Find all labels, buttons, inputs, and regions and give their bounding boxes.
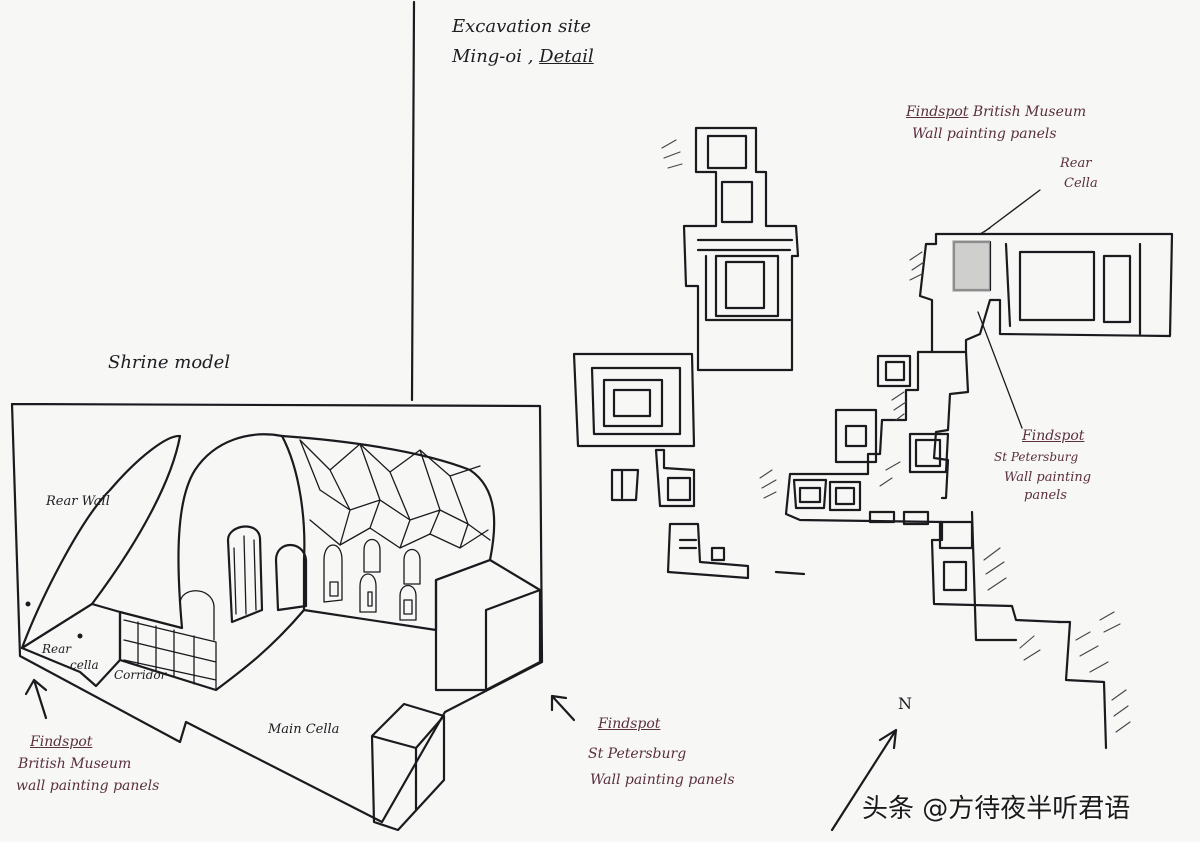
site-plan (550, 126, 1174, 832)
bottom-findspot-line1: St Petersburg (588, 746, 687, 762)
rear-cella-label-b: cella (70, 658, 99, 672)
north-label: N (898, 694, 912, 713)
shrine-findspot-line2: British Museum (18, 756, 132, 772)
dome-arch (226, 525, 264, 624)
north-tower (682, 126, 800, 372)
west-block-2 (654, 448, 696, 508)
site-subtitle-detail: Detail (539, 46, 594, 67)
south-wall (1056, 620, 1108, 750)
chain-cell-3 (908, 432, 950, 474)
rear-wall (20, 434, 182, 650)
rear-wall-label: Rear Wall (46, 494, 110, 509)
sp-findspot-line3: panels (1024, 488, 1067, 503)
shrine-model (10, 402, 544, 832)
vault-niches (323, 538, 421, 621)
sp-findspot-label: Findspot (1022, 428, 1085, 444)
north-arrow (830, 728, 898, 832)
sp-findspot-line1: St Petersburg (994, 450, 1079, 464)
bm-findspot-word: Findspot (906, 104, 969, 120)
bm-rear-cella-highlight (952, 240, 990, 292)
bm-findspot-museum: British Museum (972, 104, 1087, 120)
front-step (370, 702, 446, 832)
shrine-findspot-line3: wall painting panels (16, 778, 160, 794)
site-title: Excavation site (452, 16, 592, 37)
east-chain-outline (784, 350, 1062, 624)
bm-findspot-label: Findspot British Museum (906, 104, 1086, 121)
west-fragments (710, 546, 806, 576)
dome-grid (123, 590, 217, 691)
main-cella-label: Main Cella (268, 722, 340, 737)
chain-benches (868, 510, 930, 526)
watermark-text: 头条 @方待夜半听君语 (862, 794, 1131, 824)
rear-wall-marker (25, 601, 31, 607)
east-hall (918, 232, 1174, 354)
shrine-title: Shrine model (108, 352, 231, 373)
west-block-1 (610, 468, 640, 502)
bm-leader-line (983, 189, 1041, 233)
sp-findspot-line2: Wall painting (1004, 470, 1092, 485)
vault-lattice (299, 439, 491, 549)
west-block-3 (666, 522, 750, 580)
chain-cells-row (792, 478, 862, 512)
site-subtitle: Ming-oi , Detail (452, 46, 594, 68)
rubble-hatching (661, 139, 1131, 733)
south-cells (938, 510, 1018, 642)
map-rear-cella-a: Rear (1060, 156, 1092, 171)
side-block (434, 558, 542, 692)
bm-findspot-arrow (24, 678, 48, 720)
page-divider (410, 0, 416, 402)
bm-findspot-panels: Wall painting panels (912, 126, 1057, 142)
sp-leader-line (977, 311, 1023, 429)
rear-cella-marker (77, 633, 83, 639)
chain-cell-1 (876, 354, 912, 388)
corridor-label: Corridor (114, 668, 167, 682)
shrine-base-frame (10, 402, 544, 824)
bottom-findspot-line2: Wall painting panels (590, 772, 735, 788)
main-vault (280, 434, 496, 632)
shrine-findspot-title: Findspot (30, 734, 93, 750)
sp-bottom-arrow (550, 694, 576, 722)
bm-leader-tick (979, 227, 991, 235)
vault-entry-arch (274, 544, 308, 612)
site-subtitle-place: Ming-oi , (452, 46, 534, 67)
map-rear-cella-b: Cella (1064, 176, 1098, 191)
north-tower-rooms (696, 134, 794, 252)
west-square-shrine (572, 352, 696, 448)
chain-cell-2 (834, 408, 878, 464)
north-tower-cella (704, 254, 792, 322)
east-chain-inner (932, 350, 970, 500)
dome-arch-lines (233, 535, 257, 615)
bottom-findspot-label: Findspot (598, 716, 661, 732)
rear-cella-label-a: Rear (42, 642, 72, 656)
